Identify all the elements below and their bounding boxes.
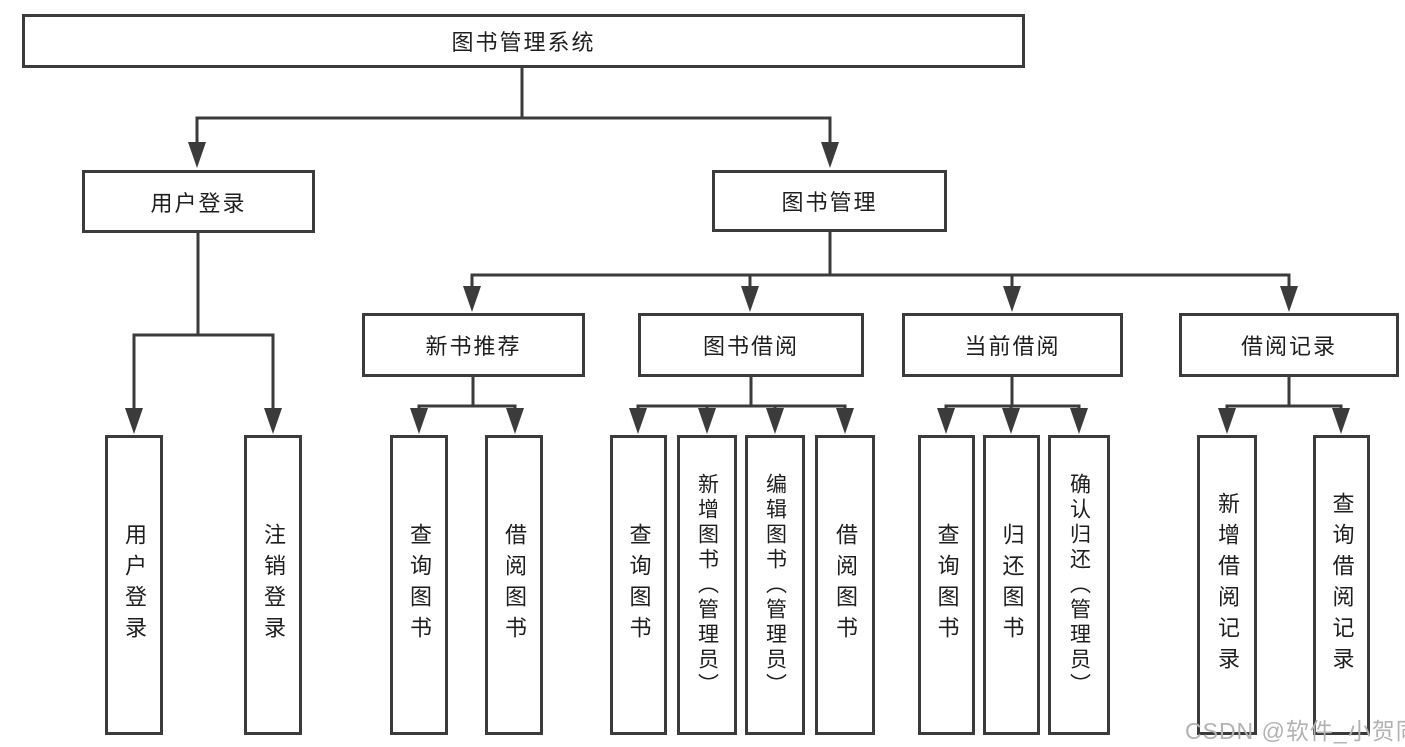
leaf-label: 查询借阅记录 — [1329, 492, 1355, 678]
leaf-edit-book-admin: 编辑图书（管理员） — [745, 435, 805, 735]
leaf-label: 新增借阅记录 — [1215, 492, 1240, 678]
node-label: 新书推荐 — [425, 334, 522, 359]
leaf-query-books-borrowing: 查询图书 — [610, 435, 667, 735]
leaf-label: 查询图书 — [626, 523, 652, 647]
leaf-label: 查询图书 — [934, 523, 960, 647]
node-library-management-system: 图书管理系统 — [22, 14, 1025, 68]
leaf-label: 用户登录 — [122, 523, 147, 647]
leaf-confirm-return-admin: 确认归还（管理员） — [1048, 435, 1110, 735]
node-label: 图书借阅 — [702, 334, 799, 359]
leaf-label: 归还图书 — [999, 523, 1025, 647]
leaf-label: 注销登录 — [261, 523, 286, 647]
node-book-management: 图书管理 — [712, 170, 947, 232]
leaf-user-login: 用户登录 — [105, 435, 163, 735]
node-label: 借阅记录 — [1240, 334, 1337, 359]
leaf-query-books-recommend: 查询图书 — [390, 435, 448, 735]
leaf-add-borrow-record: 新增借阅记录 — [1197, 435, 1257, 735]
leaf-add-book-admin: 新增图书（管理员） — [677, 435, 737, 735]
leaf-return-book: 归还图书 — [983, 435, 1040, 735]
leaf-label: 借阅图书 — [502, 523, 527, 647]
node-label: 用户登录 — [150, 190, 247, 216]
leaf-label: 确认归还（管理员） — [1067, 472, 1091, 698]
leaf-borrow-books-borrowing: 借阅图书 — [815, 435, 875, 735]
node-user-login: 用户登录 — [82, 170, 315, 233]
leaf-logout: 注销登录 — [244, 435, 302, 735]
leaf-query-borrow-record: 查询借阅记录 — [1313, 435, 1370, 735]
leaf-label: 借阅图书 — [833, 523, 858, 647]
leaf-label: 编辑图书（管理员） — [763, 472, 787, 698]
node-book-borrowing: 图书借阅 — [638, 313, 864, 377]
node-label: 图书管理系统 — [451, 30, 596, 55]
leaf-query-books-current: 查询图书 — [918, 435, 975, 735]
leaf-label: 查询图书 — [407, 523, 432, 647]
node-borrowing-records: 借阅记录 — [1179, 313, 1399, 377]
leaf-label: 新增图书（管理员） — [695, 472, 719, 698]
watermark-text: CSDN @软件_小贺同学 — [1185, 718, 1405, 744]
node-current-borrowing: 当前借阅 — [902, 313, 1123, 377]
leaf-borrow-books-recommend: 借阅图书 — [485, 435, 543, 735]
node-new-book-recommend: 新书推荐 — [362, 313, 585, 377]
node-label: 当前借阅 — [964, 334, 1061, 359]
node-label: 图书管理 — [781, 190, 878, 215]
